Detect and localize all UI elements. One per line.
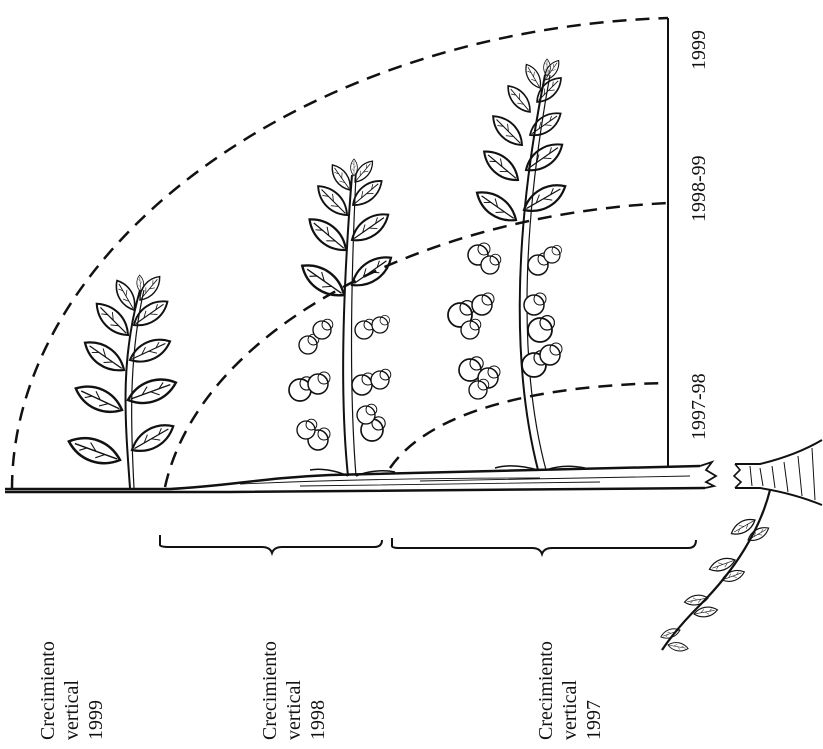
growth-label-1999: Crecimiento vertical 1999 [36,641,108,740]
brace-1998 [160,535,382,553]
brace-1997 [392,538,696,554]
year-label-1999: 1999 [688,30,711,70]
year-label-1998-99: 1998-99 [688,155,711,222]
growth-label-1997-line3: 1997 [582,641,606,740]
growth-label-1999-line3: 1999 [84,641,108,740]
arc-1999 [12,18,668,489]
parent-plant-stump [659,440,822,653]
plant-1997 [448,58,585,470]
growth-label-1997-line1: Crecimiento [534,641,558,740]
rhizome-cut-end [700,462,716,488]
growth-label-1999-line2: vertical [60,641,84,740]
arc-1998-99 [165,203,668,487]
plant-1999 [65,273,179,488]
growth-label-1998-line1: Crecimiento [258,641,282,740]
growth-label-1998-line2: vertical [282,641,306,740]
year-label-1997-98: 1997-98 [688,373,711,440]
plant-1998 [289,158,396,476]
growth-label-1997-line2: vertical [558,641,582,740]
dashed-arcs [12,18,668,489]
growth-label-1999-line1: Crecimiento [36,641,60,740]
growth-label-1997: Crecimiento vertical 1997 [534,641,606,740]
growth-label-1998: Crecimiento vertical 1998 [258,641,330,740]
braces [160,535,696,554]
growth-label-1998-line3: 1998 [306,641,330,740]
